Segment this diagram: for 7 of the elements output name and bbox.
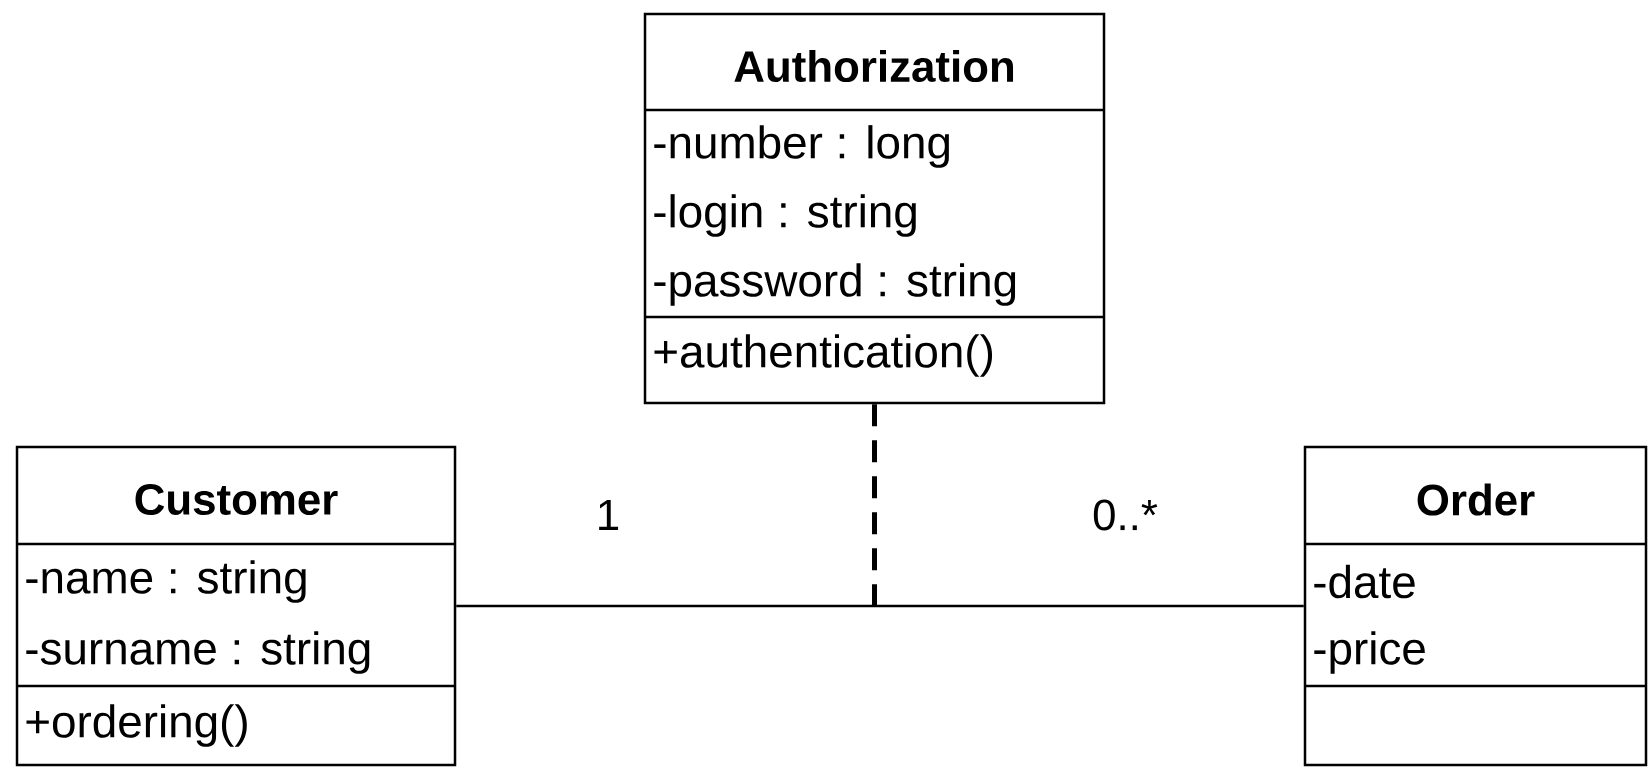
class-box: Authorization -number : long -login : string -password : string +authentication() — [643, 12, 1106, 405]
multiplicity-label: 1 — [599, 499, 619, 531]
class-box: Customer -name : string -surname : string +ordering() — [15, 445, 457, 767]
class-box: Order -date -price — [1303, 445, 1648, 767]
multiplicity-label: 0..* — [1093, 499, 1158, 531]
association-class-link — [872, 404, 877, 608]
association-line — [456, 604, 1304, 608]
